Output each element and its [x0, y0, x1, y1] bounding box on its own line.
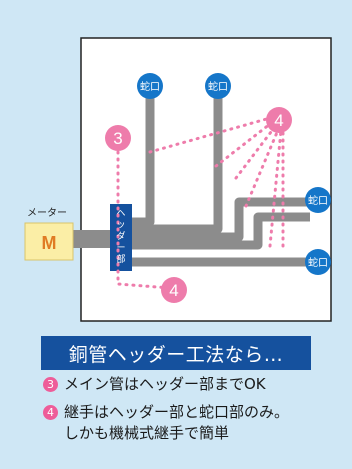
faucet-2: 蛇口 — [205, 73, 231, 99]
meter-caption: メーター — [27, 207, 67, 219]
marker-lines — [116, 116, 285, 290]
pipes — [132, 95, 310, 267]
pipe-to-faucet-1 — [132, 95, 155, 227]
pipe-to-faucet-2 — [132, 95, 223, 234]
note-4: 4 継手はヘッダー部と蛇口部のみ。 しかも機械式継手で簡単 — [43, 402, 290, 442]
svg-text:蛇口: 蛇口 — [308, 256, 328, 269]
note-3: 3 メイン管はヘッダー部までOK — [43, 374, 266, 395]
faucet-3: 蛇口 — [305, 187, 331, 213]
svg-text:蛇口: 蛇口 — [308, 194, 328, 207]
svg-text:4: 4 — [169, 281, 178, 300]
faucet-4: 蛇口 — [305, 249, 331, 275]
note-3-number: 3 — [43, 377, 58, 392]
main-pipe — [73, 230, 112, 248]
meter-letter: M — [42, 233, 57, 253]
note-3-text: メイン管はヘッダー部までOK — [64, 375, 266, 393]
note-4-number: 4 — [43, 405, 58, 420]
marker-4-top: 4 — [266, 107, 292, 133]
svg-text:蛇口: 蛇口 — [140, 80, 160, 93]
faucet-1: 蛇口 — [137, 73, 163, 99]
svg-text:蛇口: 蛇口 — [208, 80, 228, 93]
meter-box — [24, 222, 74, 261]
marker-4-bottom: 4 — [161, 277, 187, 303]
header-label: ヘッダー部 — [116, 209, 125, 265]
note-4-text: 継手はヘッダー部と蛇口部のみ。 — [64, 403, 290, 421]
svg-text:3: 3 — [113, 129, 122, 148]
marker-3: 3 — [105, 125, 131, 151]
svg-text:ヘッダー部: ヘッダー部 — [116, 209, 125, 265]
header-manifold — [110, 204, 132, 271]
svg-text:4: 4 — [274, 111, 283, 130]
note-4-text-line2: しかも機械式継手で簡単 — [64, 424, 230, 442]
method-title: 銅管ヘッダー工法なら… — [41, 336, 311, 370]
